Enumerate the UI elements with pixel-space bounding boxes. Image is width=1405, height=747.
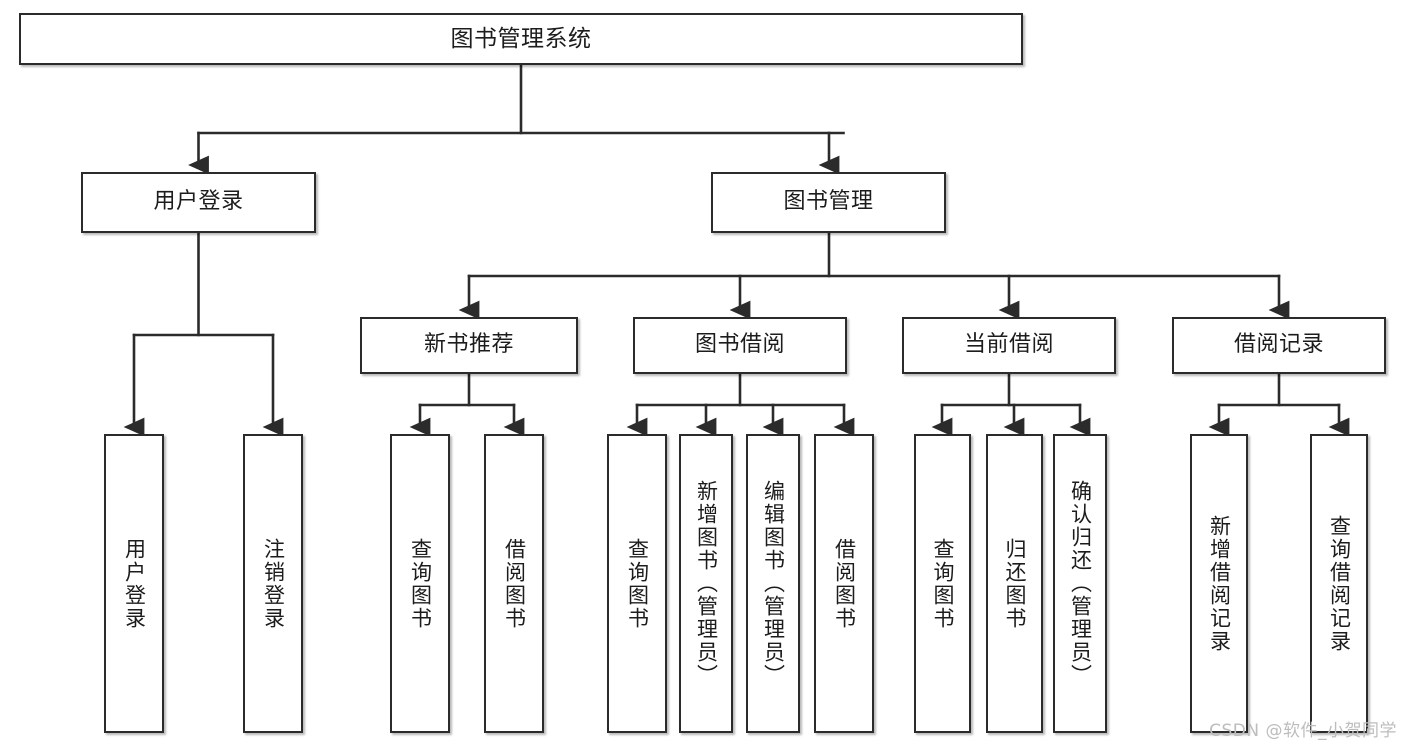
node-book-borrow-label: 图书借阅: [694, 332, 785, 358]
node-new-book-recommend[interactable]: 新书推荐: [360, 317, 578, 374]
node-book-manage[interactable]: 图书管理: [711, 172, 946, 233]
node-leaf-query-book-3[interactable]: 查询图书: [914, 434, 971, 733]
node-leaf-confirm-return[interactable]: 确认归还（管理员）: [1053, 434, 1107, 733]
node-book-borrow[interactable]: 图书借阅: [633, 317, 847, 374]
node-leaf-query-book-2-label: 查询图书: [625, 537, 650, 630]
node-leaf-borrow-book-2[interactable]: 借阅图书: [814, 434, 874, 733]
node-leaf-edit-book[interactable]: 编辑图书（管理员）: [746, 434, 800, 733]
node-current-borrow[interactable]: 当前借阅: [902, 317, 1116, 374]
node-leaf-query-record-label: 查询借阅记录: [1327, 514, 1352, 653]
node-leaf-add-book-label: 新增图书（管理员）: [694, 480, 719, 687]
node-new-book-recommend-label: 新书推荐: [423, 332, 514, 358]
node-leaf-return-book-label: 归还图书: [1003, 537, 1027, 630]
node-leaf-borrow-book-1-label: 借阅图书: [502, 537, 527, 630]
node-leaf-user-login-label: 用户登录: [122, 537, 147, 630]
node-leaf-query-book-1-label: 查询图书: [408, 537, 433, 630]
node-user-login-label: 用户登录: [153, 189, 244, 215]
node-leaf-add-record-label: 新增借阅记录: [1207, 514, 1232, 653]
node-leaf-logout-label: 注销登录: [261, 537, 286, 630]
node-leaf-logout[interactable]: 注销登录: [243, 434, 303, 733]
node-leaf-query-record[interactable]: 查询借阅记录: [1310, 434, 1368, 733]
node-leaf-add-book[interactable]: 新增图书（管理员）: [679, 434, 733, 733]
node-leaf-confirm-return-label: 确认归还（管理员）: [1068, 480, 1093, 687]
node-root[interactable]: 图书管理系统: [19, 13, 1023, 65]
node-leaf-query-book-3-label: 查询图书: [931, 537, 955, 630]
watermark-text: CSDN @软件_小贺同学: [1209, 721, 1397, 741]
node-leaf-query-book-1[interactable]: 查询图书: [390, 434, 450, 733]
node-borrow-record-label: 借阅记录: [1233, 332, 1324, 358]
node-borrow-record[interactable]: 借阅记录: [1172, 317, 1386, 374]
node-leaf-add-record[interactable]: 新增借阅记录: [1190, 434, 1248, 733]
node-leaf-user-login[interactable]: 用户登录: [104, 434, 164, 733]
node-current-borrow-label: 当前借阅: [963, 332, 1054, 358]
node-leaf-return-book[interactable]: 归还图书: [986, 434, 1043, 733]
node-book-manage-label: 图书管理: [783, 189, 874, 215]
node-root-label: 图书管理系统: [450, 25, 592, 52]
node-leaf-edit-book-label: 编辑图书（管理员）: [761, 480, 786, 687]
node-leaf-borrow-book-1[interactable]: 借阅图书: [484, 434, 544, 733]
node-user-login[interactable]: 用户登录: [81, 172, 316, 233]
node-leaf-borrow-book-2-label: 借阅图书: [832, 537, 857, 630]
node-leaf-query-book-2[interactable]: 查询图书: [607, 434, 667, 733]
